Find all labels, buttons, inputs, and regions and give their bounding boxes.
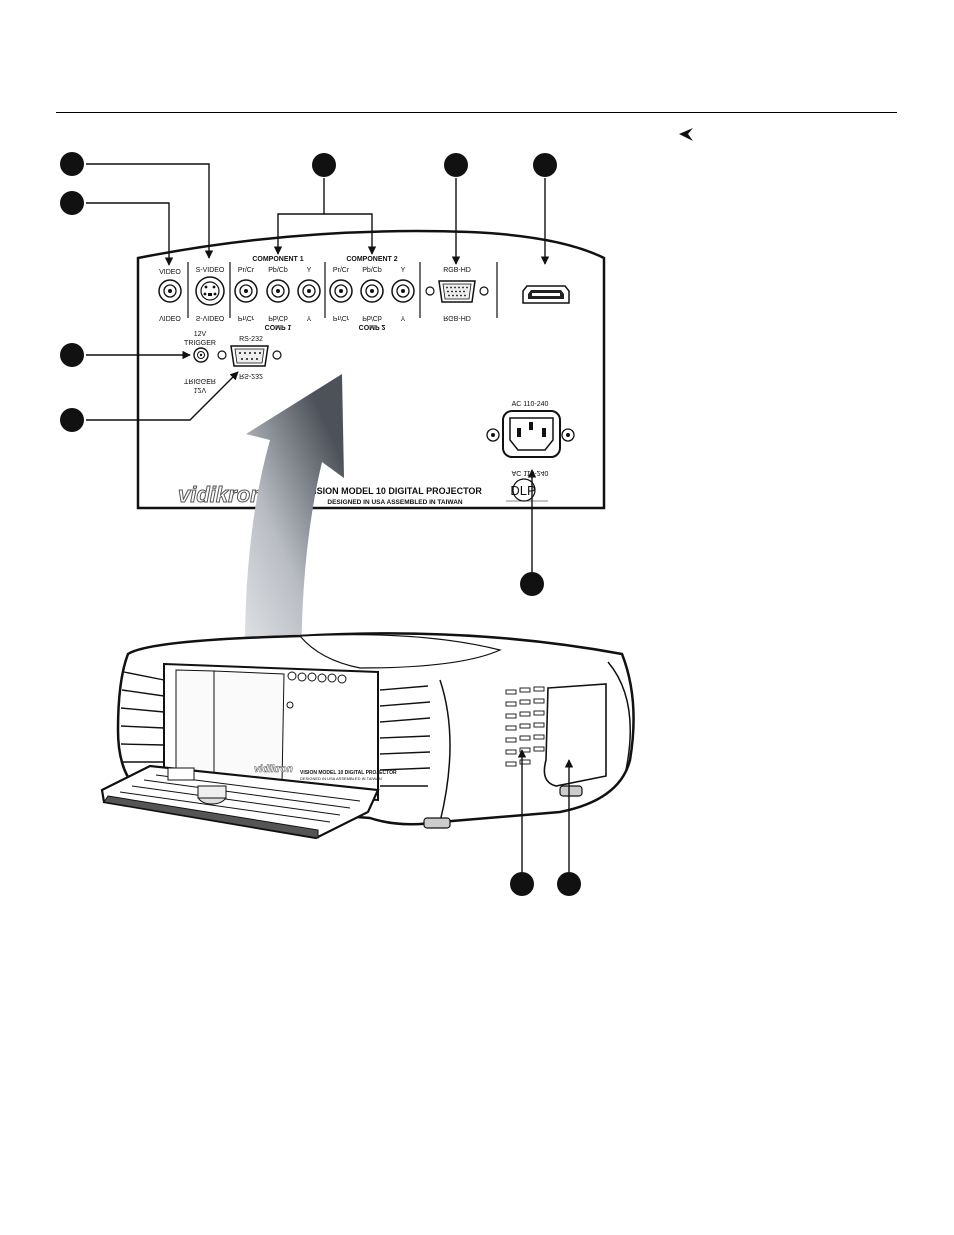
c2-y-mirror: Y bbox=[401, 314, 406, 321]
svideo-label: S-VIDEO bbox=[196, 267, 225, 274]
ac-power-inlet bbox=[486, 410, 575, 458]
dlp-logo: DLP bbox=[506, 478, 548, 502]
svideo-jack bbox=[195, 276, 225, 306]
component1-jacks bbox=[234, 279, 321, 303]
callout-leaders bbox=[86, 163, 574, 872]
brand-logo: vidikron bbox=[178, 482, 264, 507]
ac-label-mirror: AC 110-240 bbox=[512, 469, 549, 476]
header-rule bbox=[56, 112, 897, 113]
rgbhd-port bbox=[425, 280, 489, 303]
video-jack bbox=[158, 279, 182, 303]
callout-circle-icon bbox=[444, 153, 468, 177]
left-pointer-icon bbox=[679, 128, 693, 141]
designed-text: DESIGNED IN USA ASSEMBLED IN TAIWAN bbox=[327, 499, 462, 506]
callout-circle-icon bbox=[60, 191, 84, 215]
rear-panel: VIDEO S-VIDEO COMPONENT 1 COMPONENT 2 Pr… bbox=[136, 229, 606, 510]
video-label: VIDEO bbox=[159, 269, 181, 276]
c1-pbcb-label: Pb/Cb bbox=[268, 267, 288, 274]
rs232-label: RS-232 bbox=[239, 336, 263, 343]
comp1-mirror: COMP 1 bbox=[265, 323, 292, 330]
callout-circle-icon bbox=[520, 572, 544, 596]
component1-label: COMPONENT 1 bbox=[252, 256, 303, 263]
c1-prcr-mirror: Pr/Cr bbox=[238, 314, 255, 321]
dlp-text: DLP bbox=[510, 483, 535, 498]
open-cover bbox=[100, 764, 380, 840]
hdmi-port bbox=[522, 285, 570, 304]
ac-label: AC 110-240 bbox=[512, 401, 549, 408]
comp2-mirror: COMP 2 bbox=[359, 323, 386, 330]
svideo-label-mirror: S-VIDEO bbox=[196, 314, 225, 321]
c2-pbcb-mirror: Pb/Cb bbox=[362, 314, 382, 321]
small-brand-logo: vidikron bbox=[254, 764, 293, 775]
small-designed-text: DESIGNED IN USA ASSEMBLED IN TAIWAN bbox=[300, 776, 382, 781]
small-model-title: VISION MODEL 10 DIGITAL PROJECTOR bbox=[300, 770, 397, 776]
callout-circle-icon bbox=[60, 408, 84, 432]
component2-jacks bbox=[329, 279, 415, 303]
c1-pbcb-mirror: Pb/Cb bbox=[268, 314, 288, 321]
trigger-12v-label: 12V bbox=[194, 331, 207, 338]
trigger-jack bbox=[193, 347, 209, 363]
callout-circle-icon bbox=[557, 872, 581, 896]
c1-y-label: Y bbox=[307, 267, 312, 274]
callout-circle-icon bbox=[510, 872, 534, 896]
callout-circle-icon bbox=[60, 152, 84, 176]
trigger-12v-mirror: 12V bbox=[194, 386, 207, 393]
component2-label: COMPONENT 2 bbox=[346, 256, 397, 263]
video-label-mirror: VIDEO bbox=[159, 314, 181, 321]
model-title: VISION MODEL 10 DIGITAL PROJECTOR bbox=[308, 486, 482, 496]
callout-circle-icon bbox=[60, 343, 84, 367]
c1-prcr-label: Pr/Cr bbox=[238, 267, 255, 274]
side-vent-grille bbox=[505, 686, 545, 767]
lamp-door bbox=[543, 683, 607, 787]
c2-y-label: Y bbox=[401, 267, 406, 274]
trigger-label: TRIGGER bbox=[184, 340, 216, 347]
trigger-mirror: TRIGGER bbox=[184, 377, 216, 384]
callout-circle-icon bbox=[533, 153, 557, 177]
c1-y-mirror: Y bbox=[307, 314, 312, 321]
c2-prcr-label: Pr/Cr bbox=[333, 267, 350, 274]
rs232-mirror: RS-232 bbox=[239, 372, 263, 379]
callout-circles bbox=[60, 152, 581, 896]
rgbhd-label: RGB-HD bbox=[443, 267, 471, 274]
c2-pbcb-label: Pb/Cb bbox=[362, 267, 382, 274]
rs232-port bbox=[217, 345, 282, 367]
rgbhd-mirror: RGB-HD bbox=[443, 314, 471, 321]
callout-circle-icon bbox=[312, 153, 336, 177]
c2-prcr-mirror: Pr/Cr bbox=[333, 314, 350, 321]
